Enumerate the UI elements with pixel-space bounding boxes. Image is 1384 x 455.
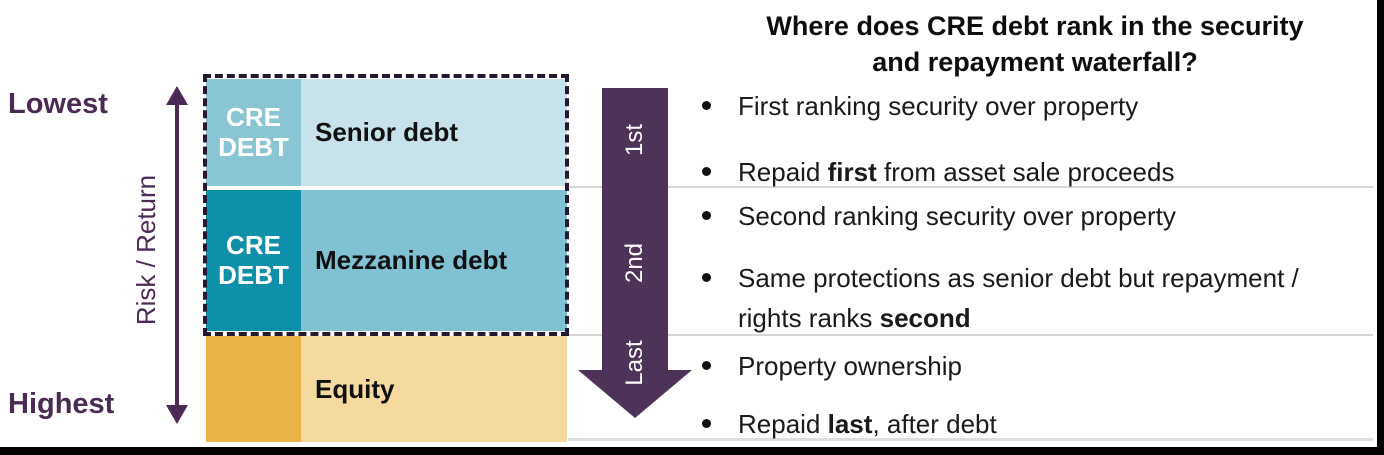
equity-row: Equity <box>301 336 567 442</box>
bullet-dot-icon <box>702 273 711 282</box>
panel-title-line-1: Where does CRE debt rank in the security <box>766 11 1304 41</box>
panel-title: Where does CRE debt rank in the security… <box>690 8 1380 80</box>
bullet-same-protections: Same protections as senior debt but repa… <box>702 258 1299 338</box>
equity-tag-cell <box>206 336 301 442</box>
waterfall-arrow-shaft <box>602 88 668 370</box>
cre-debt-dashed-outline <box>203 74 569 336</box>
frame-edge-bottom <box>0 447 1384 455</box>
rank-label-1st: 1st <box>621 124 648 157</box>
mezzanine-cre-debt-tag: CRE DEBT <box>206 190 301 331</box>
bullet-dot-icon <box>702 167 711 176</box>
bullet-dot-icon <box>702 419 711 428</box>
bullet-second-ranking-security: Second ranking security over property <box>702 196 1176 236</box>
bullet-property-ownership: Property ownership <box>702 346 962 386</box>
panel-title-line-2: and repayment waterfall? <box>872 47 1198 77</box>
risk-axis-arrow-up-icon <box>166 86 188 105</box>
risk-highest-label: Highest <box>8 388 115 420</box>
section-divider <box>568 334 1373 336</box>
waterfall-arrow-head-icon <box>578 370 692 418</box>
senior-debt-row: Senior debt <box>301 79 567 186</box>
risk-axis-line <box>175 100 179 410</box>
bullet-dot-icon <box>702 101 711 110</box>
rank-label-last: Last <box>621 340 648 386</box>
risk-axis-arrow-down-icon <box>166 405 188 424</box>
bullet-dot-icon <box>702 361 711 370</box>
section-divider <box>568 438 1373 441</box>
risk-lowest-label: Lowest <box>8 88 108 120</box>
bullet-dot-icon <box>702 211 711 220</box>
bullet-repaid-first: Repaid first from asset sale proceeds <box>702 152 1174 192</box>
risk-return-axis-label: Risk / Return <box>131 174 161 326</box>
bullet-first-ranking-security: First ranking security over property <box>702 86 1138 126</box>
section-divider <box>568 186 1373 188</box>
frame-edge-right <box>1377 0 1384 455</box>
mezzanine-debt-row: Mezzanine debt <box>301 190 567 331</box>
bullet-repaid-last: Repaid last, after debt <box>702 404 997 444</box>
senior-cre-debt-tag: CRE DEBT <box>206 79 301 186</box>
